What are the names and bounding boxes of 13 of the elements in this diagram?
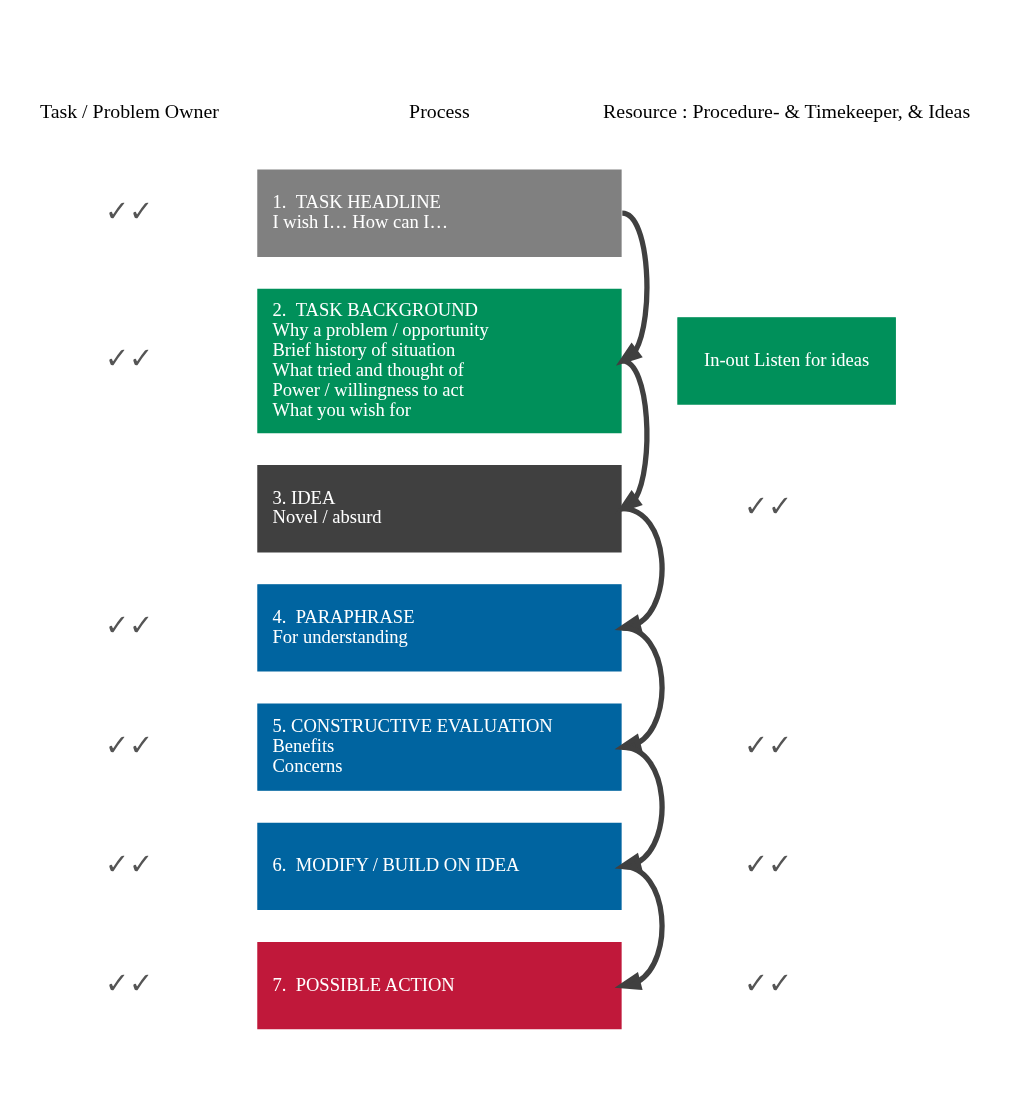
label: Resource : Procedure- & Timekeeper, & Ideas [603,99,971,122]
label: Task / Problem Owner [39,99,219,122]
label: Process [409,99,470,122]
label: ✓✓ [744,728,793,761]
label: ✓✓ [105,194,154,227]
label: ✓✓ [105,967,154,1000]
label: ✓✓ [105,847,154,880]
label: ✓✓ [744,847,793,880]
label: ✓✓ [105,728,154,761]
label: ✓✓ [744,490,793,523]
label: ✓✓ [105,609,154,642]
label: ✓✓ [105,342,154,375]
label: ✓✓ [744,967,793,1000]
